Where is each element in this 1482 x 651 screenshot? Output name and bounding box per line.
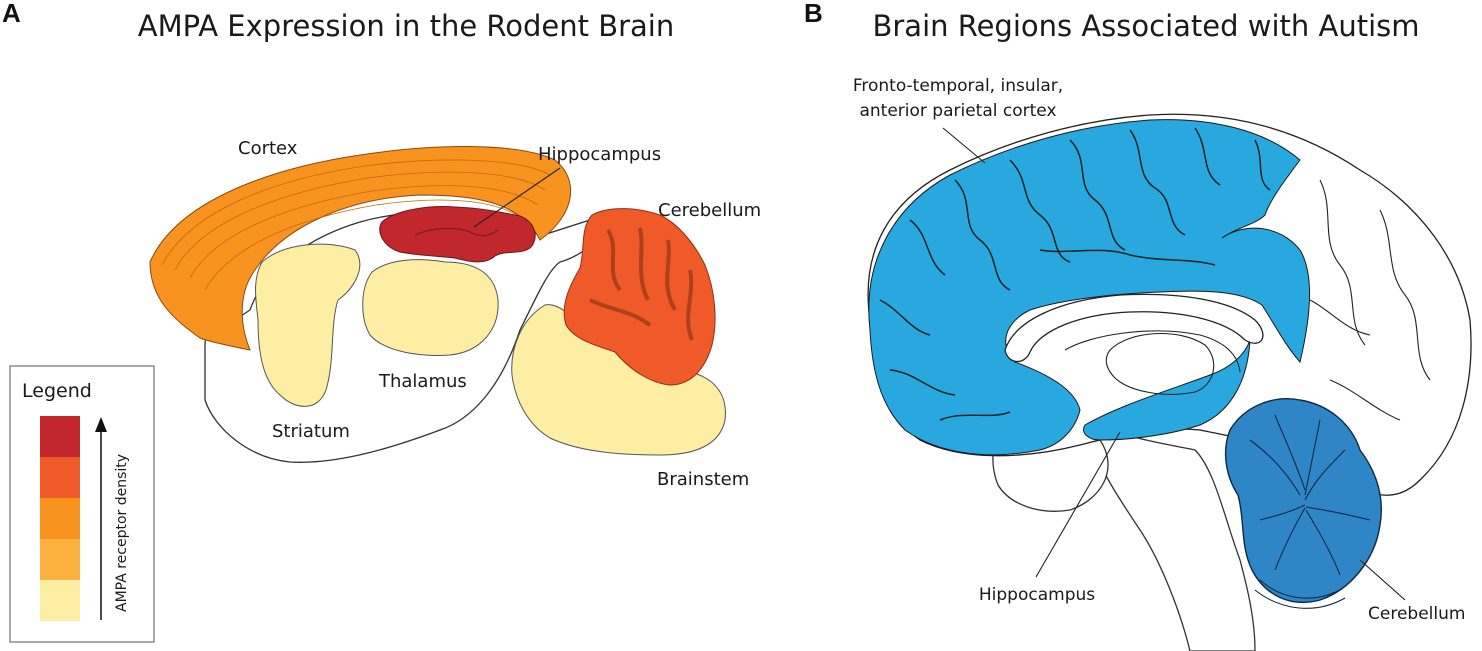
human-brainstem-outline bbox=[1089, 429, 1256, 651]
legend-swatches bbox=[40, 416, 80, 621]
arrow-head-icon bbox=[95, 417, 107, 432]
cortex-highlight-region bbox=[868, 119, 1310, 456]
panel-b-title: Brain Regions Associated with Autism bbox=[872, 9, 1419, 43]
cerebellum-label-b: Cerebellum bbox=[1368, 604, 1465, 624]
legend-swatch bbox=[40, 457, 80, 498]
thalamus-region bbox=[362, 259, 499, 356]
legend-title: Legend bbox=[22, 380, 92, 402]
cortex-label: Cortex bbox=[238, 138, 298, 159]
hippocampus-region bbox=[379, 206, 536, 263]
hippocampus-highlight-region bbox=[1083, 339, 1251, 441]
gyri-lines bbox=[879, 127, 1431, 421]
hippocampus-leader-line bbox=[473, 167, 561, 228]
cortex-label-line2: anterior parietal cortex bbox=[859, 101, 1056, 121]
cerebellum-label: Cerebellum bbox=[658, 200, 761, 221]
legend-swatch bbox=[40, 580, 80, 621]
hippocampus-fold bbox=[414, 227, 499, 237]
legend-swatch bbox=[40, 416, 80, 457]
legend-axis-label: AMPA receptor density bbox=[114, 454, 130, 612]
cortex-label-line1: Fronto-temporal, insular, bbox=[853, 76, 1063, 96]
cortex-laminae bbox=[161, 159, 551, 291]
brainstem-label: Brainstem bbox=[657, 469, 749, 490]
hippocampus-label-b: Hippocampus bbox=[979, 585, 1095, 605]
panel-a-letter: A bbox=[2, 0, 21, 28]
legend-box: Legend AMPA receptor density bbox=[9, 365, 155, 643]
legend-swatch bbox=[40, 498, 80, 539]
hippocampus-label: Hippocampus bbox=[538, 144, 661, 165]
panel-b-letter: B bbox=[804, 0, 823, 28]
cerebellum-folia bbox=[589, 227, 694, 341]
panel-a: A AMPA Expression in the Rodent Brain bbox=[2, 0, 761, 643]
striatum-label: Striatum bbox=[272, 421, 350, 442]
cerebellum-leader-line bbox=[1359, 559, 1406, 601]
corpus-callosum bbox=[1004, 293, 1264, 363]
cortex-leader-line bbox=[942, 127, 986, 164]
thalamus-outline bbox=[1105, 332, 1215, 395]
hippocampus-leader-line-b bbox=[1035, 431, 1121, 578]
cerebellum-region bbox=[563, 208, 716, 386]
fornix-line bbox=[1064, 330, 1241, 373]
thalamus-label: Thalamus bbox=[378, 371, 467, 392]
cortex-region bbox=[149, 146, 571, 351]
legend-swatch bbox=[40, 539, 80, 580]
striatum-region bbox=[255, 243, 361, 407]
panel-b: B Brain Regions Associated with Autism bbox=[804, 0, 1472, 651]
panel-a-title: AMPA Expression in the Rodent Brain bbox=[138, 9, 675, 43]
cerebellum-folia-lines bbox=[1249, 414, 1371, 609]
